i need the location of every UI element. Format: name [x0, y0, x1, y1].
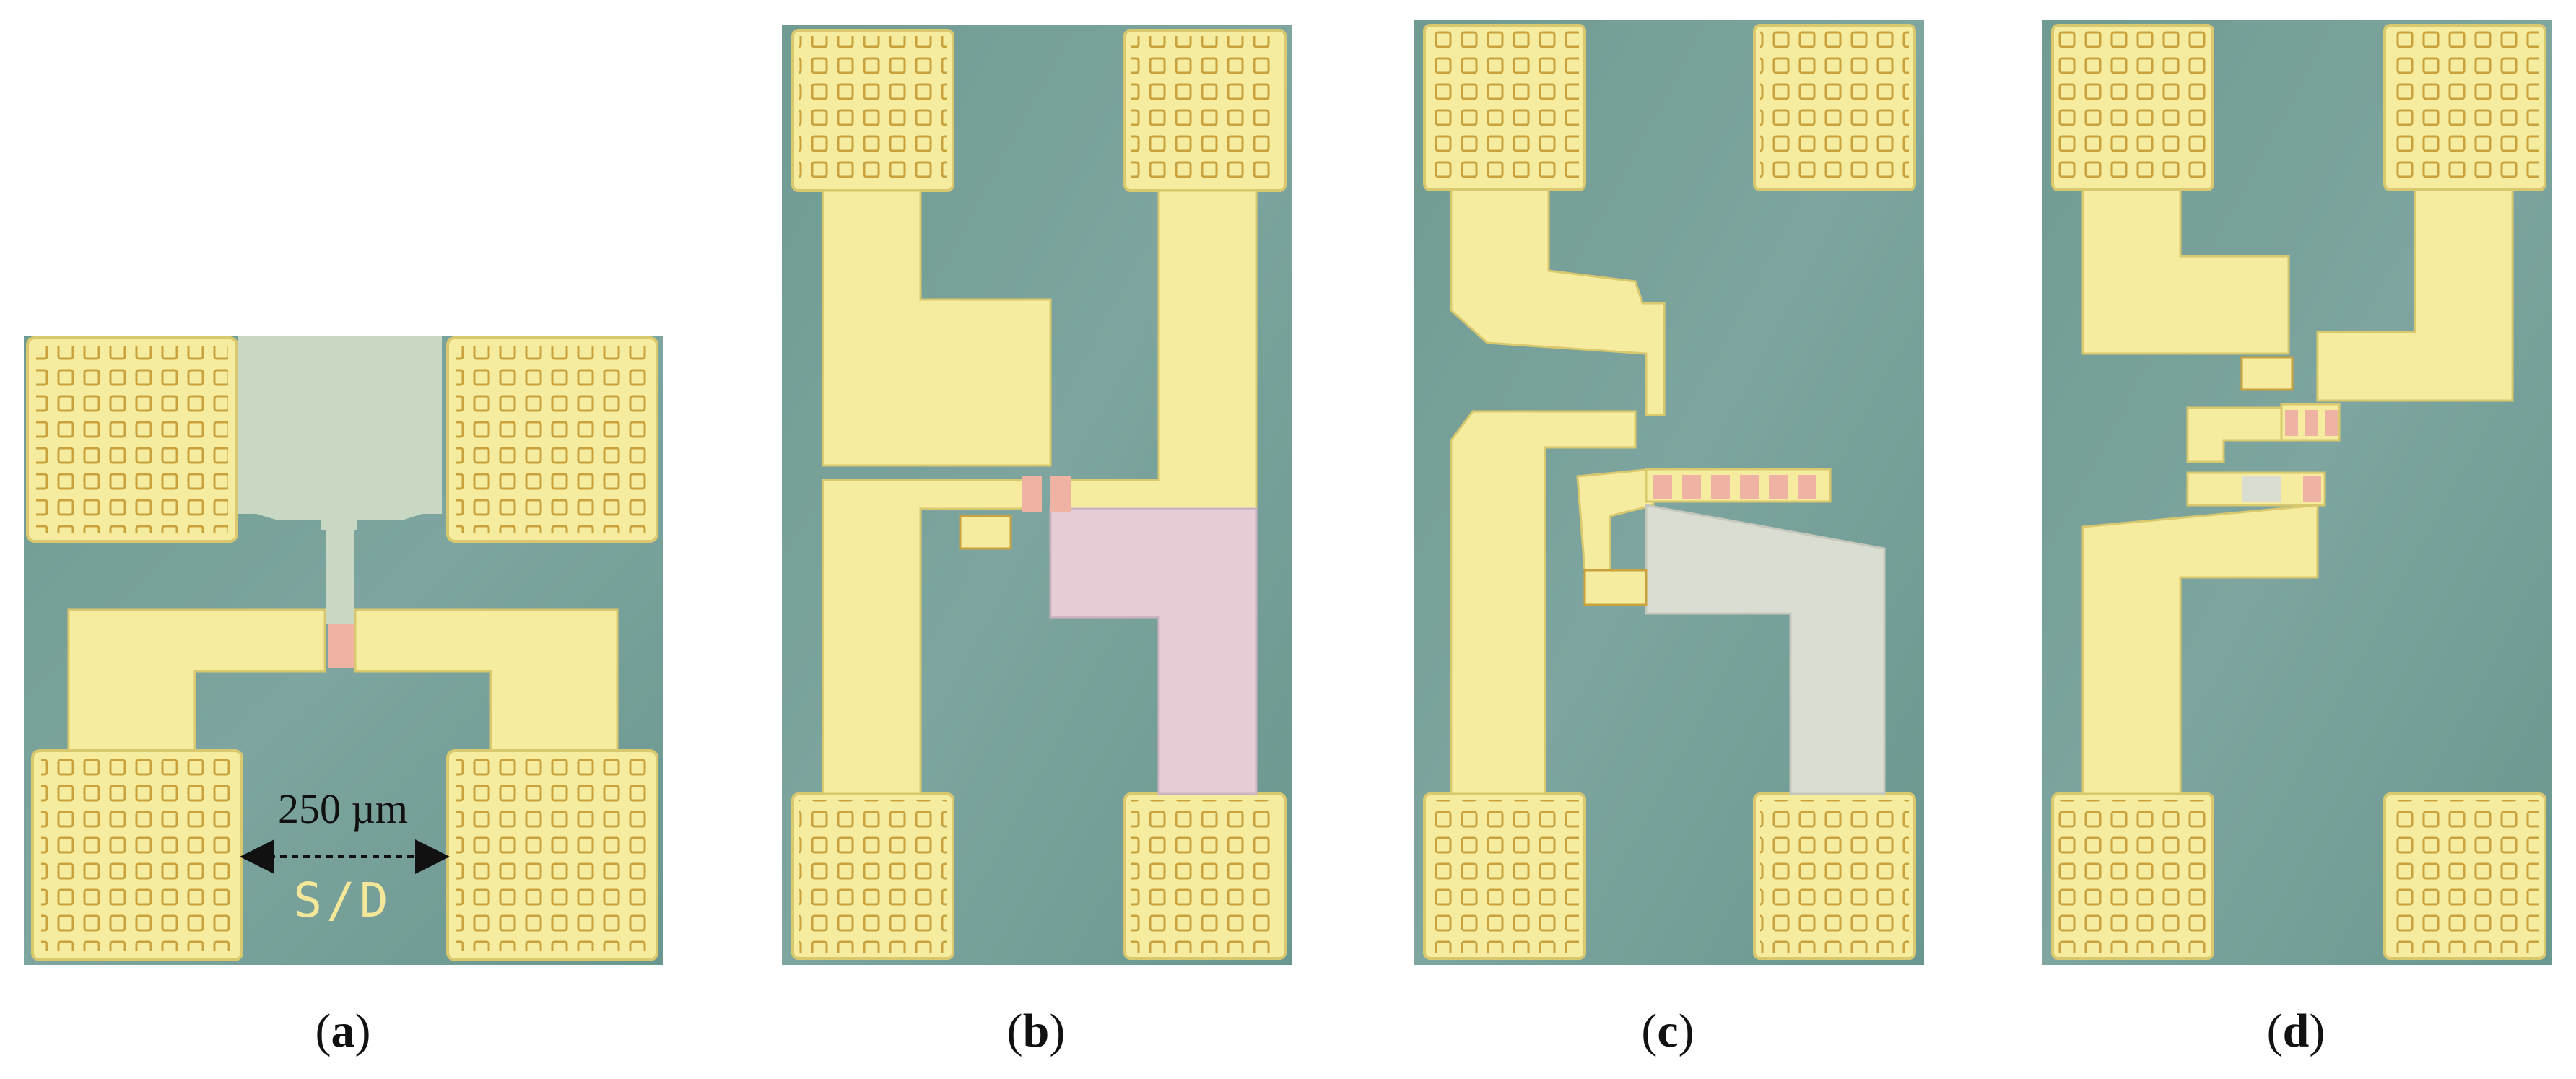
bond-pad [31, 749, 243, 961]
bond-pad [1123, 792, 1287, 960]
panel-a-micrograph: 250 µm S/D [24, 336, 663, 965]
bond-pad [2051, 24, 2214, 191]
panel-label-a: (a) [316, 1005, 371, 1057]
bond-pad [2383, 792, 2546, 960]
panel-label-b: (b) [1007, 1005, 1066, 1057]
panel-d-micrograph [2042, 20, 2552, 965]
bond-pad [1423, 24, 1586, 191]
bond-pad [446, 336, 658, 543]
panel-c-micrograph [1414, 20, 1924, 965]
bond-pad [791, 29, 954, 192]
bond-pad [1753, 792, 1916, 960]
scale-bar-label: 250 µm [278, 785, 408, 832]
bond-pad [791, 792, 954, 960]
panel-label-c: (c) [1641, 1005, 1694, 1057]
bond-pad [26, 336, 238, 543]
bond-pad [1753, 24, 1916, 191]
panel-label-d: (d) [2267, 1005, 2325, 1057]
bond-pad [1123, 29, 1287, 192]
bond-pad [2051, 792, 2214, 960]
sd-marking: S/D [293, 873, 392, 928]
bond-pad [2383, 24, 2546, 191]
bond-pad [1423, 792, 1586, 960]
panel-b-micrograph [782, 25, 1292, 965]
bond-pad [446, 749, 658, 961]
